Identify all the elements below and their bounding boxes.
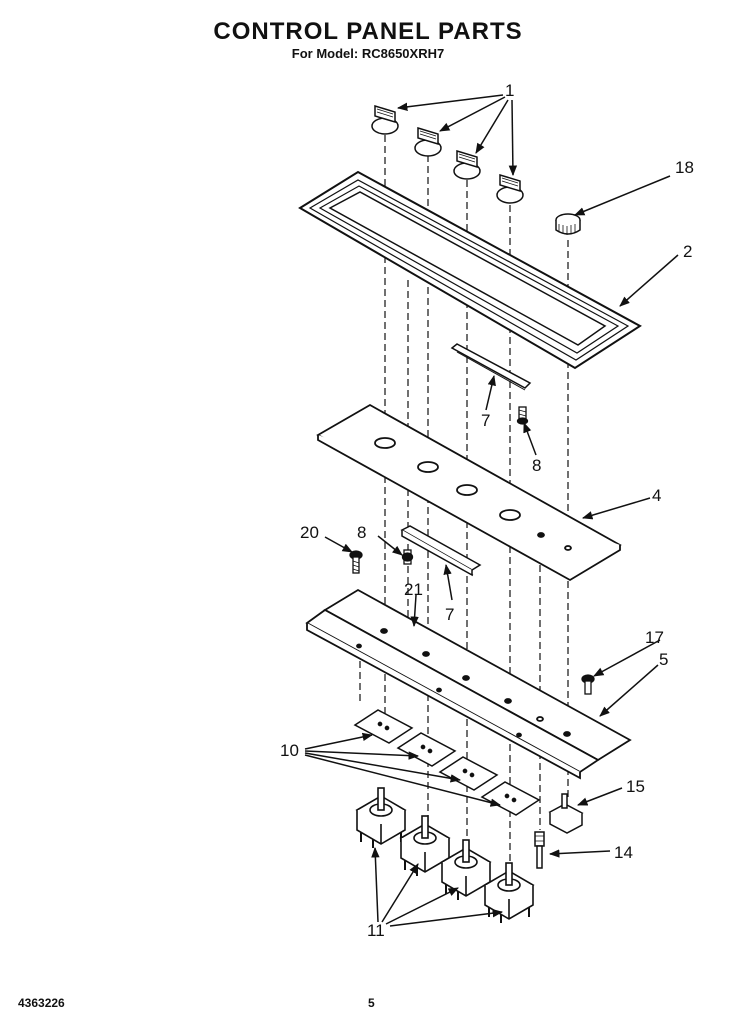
callout-18: 18 — [675, 158, 694, 177]
page-title: CONTROL PANEL PARTS — [213, 18, 523, 45]
mounting-bracket-part-5 — [305, 588, 632, 780]
callout-1: 1 — [505, 81, 514, 100]
component-part-14 — [534, 831, 545, 869]
callout-labels: 1 18 2 7 8 4 20 8 21 7 17 5 10 15 14 11 — [280, 81, 694, 940]
callout-20: 20 — [300, 523, 319, 542]
screw-part-8-upper — [516, 406, 529, 425]
callout-14: 14 — [614, 843, 633, 862]
callout-15: 15 — [626, 777, 645, 796]
screw-part-20 — [349, 550, 363, 574]
trim-frame-part-2 — [298, 170, 642, 370]
callout-8-lower: 8 — [357, 523, 366, 542]
callout-5: 5 — [659, 650, 668, 669]
callout-8-upper: 8 — [532, 456, 541, 475]
callout-10: 10 — [280, 741, 299, 760]
cap-part-18 — [555, 213, 581, 235]
callout-4: 4 — [652, 486, 661, 505]
knob-part-1 — [371, 104, 524, 204]
model-subtitle: For Model: RC8650XRH7 — [291, 46, 445, 61]
bracket-part-7-upper — [450, 343, 532, 391]
insulator-part-10 — [353, 709, 541, 816]
callout-17: 17 — [645, 628, 664, 647]
callout-2: 2 — [683, 242, 692, 261]
leader-arrows — [304, 94, 679, 927]
page-number: 5 — [368, 996, 375, 1010]
part-number: 4363226 — [18, 996, 65, 1010]
screw-part-17 — [581, 674, 595, 695]
callout-21: 21 — [404, 580, 423, 599]
component-part-15 — [548, 793, 584, 834]
screw-part-8-lower — [401, 549, 414, 565]
callout-7-lower: 7 — [445, 605, 454, 624]
panel-plate-part-4 — [316, 403, 622, 582]
callout-11: 11 — [367, 921, 385, 940]
callout-7-upper: 7 — [481, 411, 490, 430]
bracket-part-7-lower — [400, 525, 482, 577]
